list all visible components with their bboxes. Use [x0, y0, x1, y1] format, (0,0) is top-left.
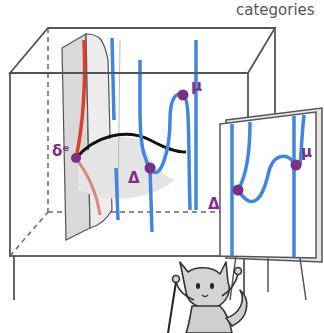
morphism-label: μ — [191, 78, 202, 95]
morphism-label: μ — [301, 144, 312, 161]
morphism-label: δᵉ — [52, 143, 70, 160]
morphism-label: Δ — [208, 196, 220, 213]
morphism-label: Δ — [128, 170, 140, 187]
caption-fragment: categories — [236, 2, 315, 19]
